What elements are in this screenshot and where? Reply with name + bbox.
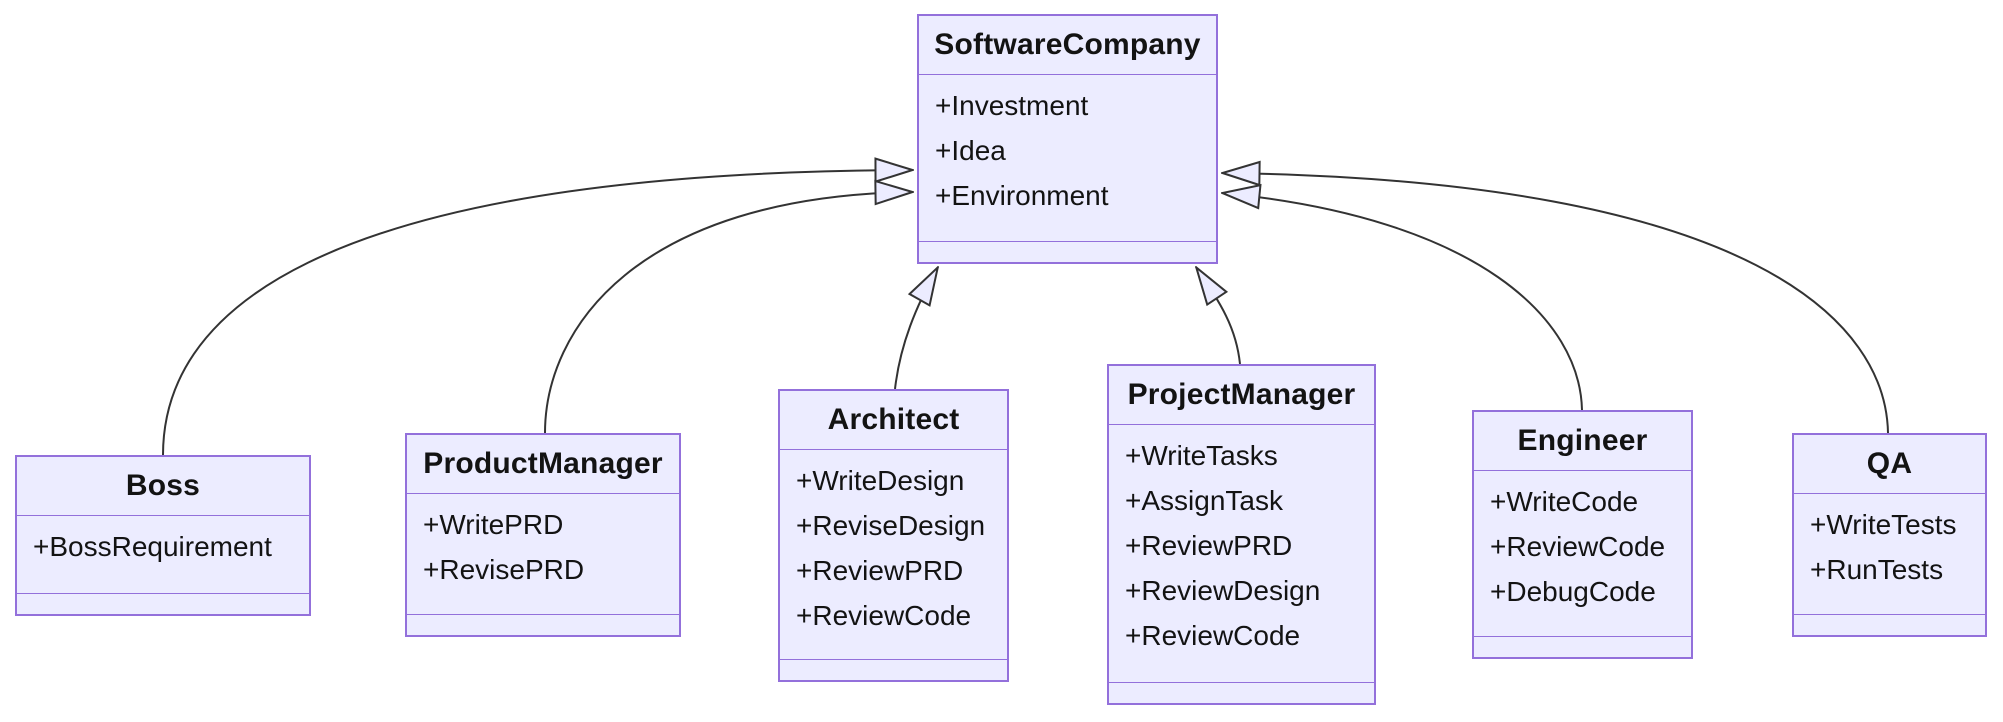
class-attributes-product-manager: +WritePRD +RevisePRD xyxy=(407,494,679,614)
class-attribute: +ReviewPRD xyxy=(796,555,964,586)
class-attributes-boss: +BossRequirement xyxy=(17,516,309,593)
class-name-software-company: SoftwareCompany xyxy=(919,16,1216,75)
class-box-boss: Boss +BossRequirement xyxy=(15,455,311,616)
class-box-architect: Architect +WriteDesign +ReviseDesign +Revi… xyxy=(778,389,1009,682)
class-box-engineer: Engineer +WriteCode +ReviewCode +DebugCode xyxy=(1472,410,1693,659)
inheritance-edge-boss xyxy=(162,170,913,456)
class-box-project-manager: ProjectManager +WriteTasks +AssignTask +Re… xyxy=(1107,364,1376,705)
class-attribute: +Environment xyxy=(935,180,1109,211)
class-attribute: +ReviewCode xyxy=(796,600,972,631)
class-attribute: +WriteCode xyxy=(1490,486,1639,517)
class-box-qa: QA +WriteTests +RunTests xyxy=(1792,433,1987,637)
class-attributes-software-company: +Investment +Idea +Environment xyxy=(919,75,1216,241)
class-methods-empty xyxy=(17,593,309,614)
class-attribute: +ReviewPRD xyxy=(1125,530,1293,561)
class-attributes-engineer: +WriteCode +ReviewCode +DebugCode xyxy=(1474,471,1691,636)
class-attribute: +RunTests xyxy=(1810,554,1944,585)
class-attribute: +ReviewDesign xyxy=(1125,575,1321,606)
class-attribute: +ReviewCode xyxy=(1490,531,1666,562)
class-attributes-qa: +WriteTests +RunTests xyxy=(1794,494,1985,614)
class-methods-empty xyxy=(1794,614,1985,635)
class-methods-empty xyxy=(1474,636,1691,657)
class-methods-empty xyxy=(1109,682,1374,703)
class-name-architect: Architect xyxy=(780,391,1007,450)
class-name-product-manager: ProductManager xyxy=(407,435,679,494)
inheritance-edge-architect xyxy=(894,267,938,390)
class-attributes-architect: +WriteDesign +ReviseDesign +ReviewPRD +Revi… xyxy=(780,450,1007,659)
class-name-project-manager: ProjectManager xyxy=(1109,366,1374,425)
class-name-engineer: Engineer xyxy=(1474,412,1691,471)
class-methods-empty xyxy=(919,241,1216,262)
inheritance-edge-project-manager xyxy=(1196,267,1241,365)
class-methods-empty xyxy=(780,659,1007,680)
class-attribute: +ReviseDesign xyxy=(796,510,986,541)
class-box-software-company: SoftwareCompany +Investment +Idea +Environ… xyxy=(917,14,1218,264)
class-attribute: +Idea xyxy=(935,135,1006,166)
class-attributes-project-manager: +WriteTasks +AssignTask +ReviewPRD +ReviewD… xyxy=(1109,425,1374,682)
class-attribute: +WriteTests xyxy=(1810,509,1957,540)
class-attribute: +WriteDesign xyxy=(796,465,965,496)
class-attribute: +RevisePRD xyxy=(423,554,585,585)
inheritance-edge-engineer xyxy=(1222,193,1583,411)
class-attribute: +BossRequirement xyxy=(33,531,272,562)
class-attribute: +ReviewCode xyxy=(1125,620,1301,651)
class-attribute: +DebugCode xyxy=(1490,576,1656,607)
inheritance-edge-qa xyxy=(1222,173,1889,434)
class-attribute: +WriteTasks xyxy=(1125,440,1278,471)
class-attribute: +WritePRD xyxy=(423,509,564,540)
class-attribute: +Investment xyxy=(935,90,1089,121)
class-name-boss: Boss xyxy=(17,457,309,516)
class-box-product-manager: ProductManager +WritePRD +RevisePRD xyxy=(405,433,681,637)
class-attribute: +AssignTask xyxy=(1125,485,1283,516)
class-name-qa: QA xyxy=(1794,435,1985,494)
inheritance-edge-product-manager xyxy=(544,192,913,434)
class-methods-empty xyxy=(407,614,679,635)
